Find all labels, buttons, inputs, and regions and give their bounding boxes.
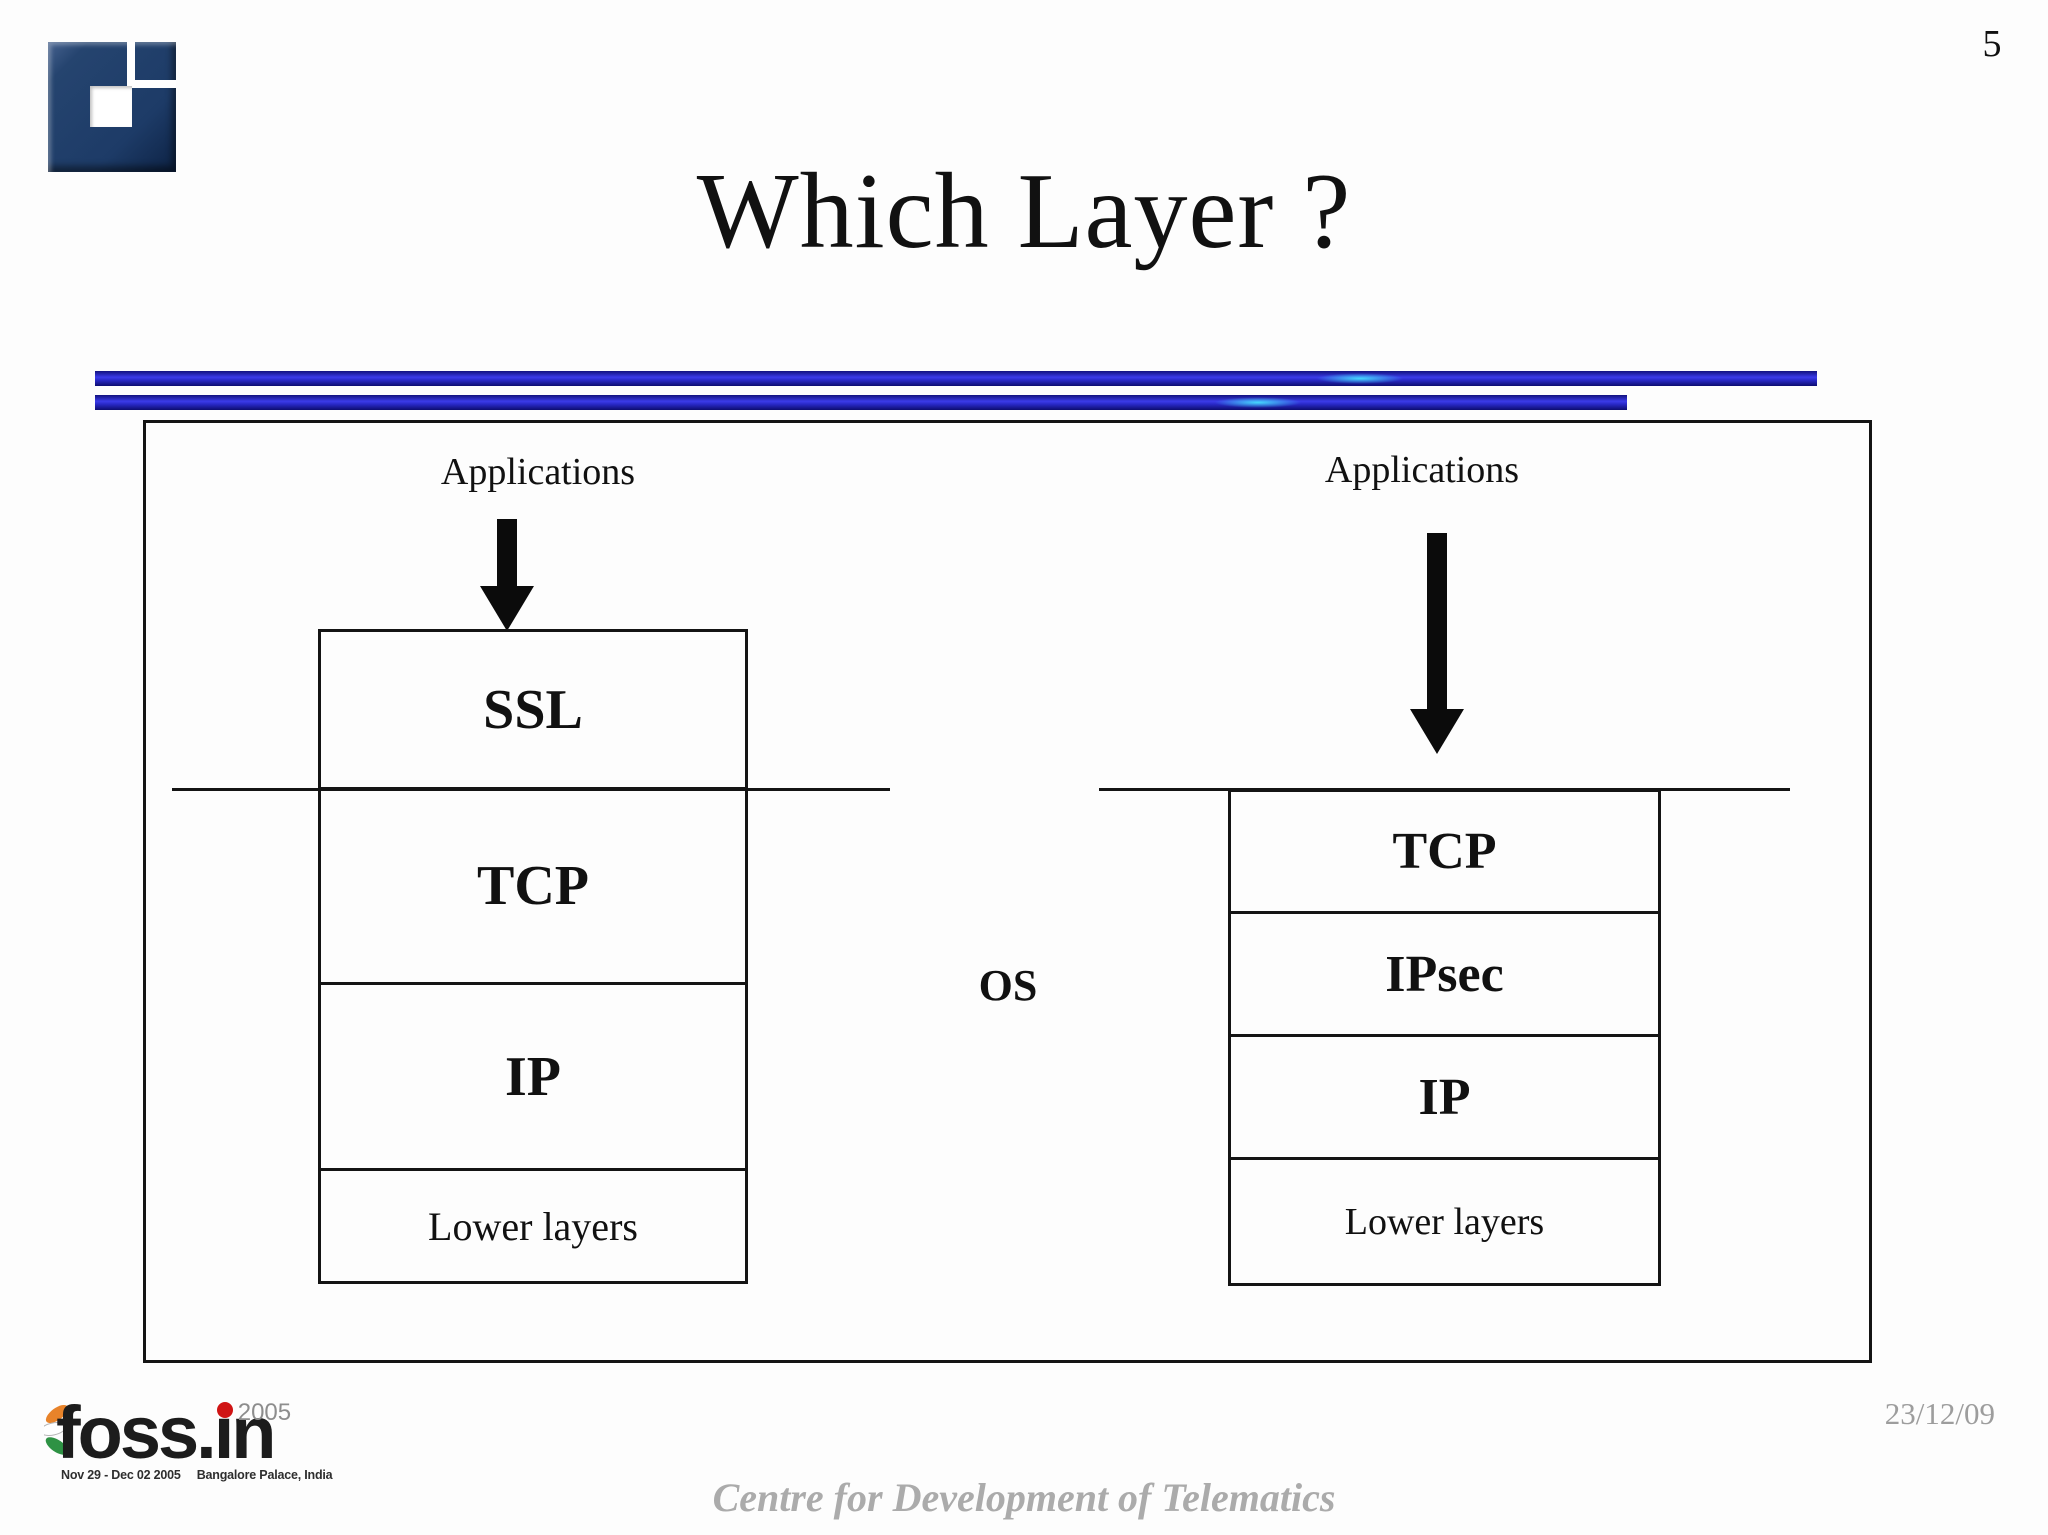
footer-credit: Centre for Development of Telematics xyxy=(712,1475,1336,1520)
layer-row: TCP xyxy=(321,790,745,985)
foss-year: 2005 xyxy=(237,1399,292,1426)
page-number: 5 xyxy=(1982,23,2002,65)
foss-event-dates: Nov 29 - Dec 02 2005 xyxy=(61,1468,181,1482)
foss-red-dot-icon xyxy=(216,1402,233,1418)
slide-title: Which Layer ? xyxy=(696,152,1352,271)
layer-row: IPsec xyxy=(1231,914,1658,1037)
left-applications-label: Applications xyxy=(440,451,636,493)
ssl-protocol-stack: SSL TCP IP Lower layers xyxy=(318,629,748,1284)
left-down-arrow-icon xyxy=(497,519,517,589)
cdot-logo-inner-square xyxy=(90,86,132,127)
layer-row: Lower layers xyxy=(1344,1200,1545,1243)
cdot-logo-gap-horizontal xyxy=(127,80,176,88)
layer-row: IP xyxy=(321,985,745,1171)
rule-glint xyxy=(1198,395,1319,410)
foss-pinwheel-icon xyxy=(44,1404,69,1455)
layer-row: IP xyxy=(1231,1037,1658,1160)
rule-glint xyxy=(1300,371,1421,386)
right-down-arrow-head-icon xyxy=(1410,709,1464,754)
cdot-logo-icon xyxy=(48,42,176,172)
title-rule-bottom xyxy=(95,395,1627,410)
slide-date: 23/12/09 xyxy=(1884,1396,1995,1431)
layer-row: SSL xyxy=(321,632,745,790)
ipsec-protocol-stack: TCP IPsec IP Lower layers xyxy=(1228,789,1661,1286)
foss-event-venue: Bangalore Palace, India xyxy=(196,1468,333,1482)
left-down-arrow-head-icon xyxy=(480,586,534,631)
layer-row: TCP xyxy=(1231,792,1658,914)
cdot-logo-gap-vertical xyxy=(127,42,135,86)
foss-tagline: Nov 29 - Dec 02 2005 Bangalore Palace, In… xyxy=(61,1468,333,1482)
right-applications-label: Applications xyxy=(1324,449,1520,491)
os-label: OS xyxy=(978,961,1038,1010)
layer-row: Lower layers xyxy=(428,1203,638,1249)
title-rule-top xyxy=(95,371,1817,386)
foss-wordmark-left: foss. xyxy=(56,1391,217,1474)
diagram-frame xyxy=(143,420,1872,1363)
right-down-arrow-icon xyxy=(1427,533,1447,711)
